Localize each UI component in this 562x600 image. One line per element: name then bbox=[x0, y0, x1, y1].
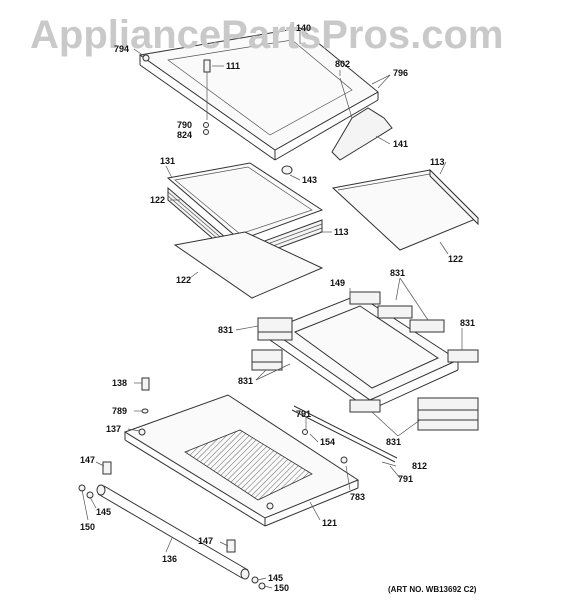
callout-812: 812 bbox=[412, 461, 427, 471]
callout-113-left: 113 bbox=[334, 227, 349, 237]
callout-824: 824 bbox=[177, 130, 192, 140]
door-liner bbox=[123, 394, 360, 527]
callout-150-left: 150 bbox=[80, 522, 95, 532]
callout-150-bottom: 150 bbox=[274, 583, 289, 593]
callout-791-bottom: 791 bbox=[398, 474, 413, 484]
callout-137: 137 bbox=[106, 424, 121, 434]
callout-802: 802 bbox=[335, 59, 350, 69]
watermark: AppliancePartsPros.com bbox=[30, 13, 504, 57]
callout-138: 138 bbox=[112, 378, 127, 388]
callout-831-bottom: 831 bbox=[386, 437, 401, 447]
rod-154 bbox=[291, 405, 398, 464]
callout-131: 131 bbox=[160, 156, 175, 166]
callout-147-left: 147 bbox=[80, 455, 95, 465]
leader-lines bbox=[81, 31, 463, 589]
callout-122-top: 122 bbox=[150, 195, 165, 205]
callout-121: 121 bbox=[322, 518, 337, 528]
callout-789: 789 bbox=[112, 406, 127, 416]
art-number: (ART NO. WB13692 C2) bbox=[388, 585, 477, 594]
insulation-panel-right bbox=[331, 168, 479, 251]
inner-door-frame bbox=[268, 294, 460, 411]
callout-111: 111 bbox=[226, 61, 240, 71]
callout-147-bottom: 147 bbox=[198, 536, 213, 546]
callout-831-right: 831 bbox=[460, 318, 475, 328]
door-handle bbox=[78, 461, 266, 590]
callout-791-top: 791 bbox=[296, 409, 311, 419]
callout-796: 796 bbox=[393, 68, 408, 78]
callout-113-right: 113 bbox=[430, 157, 445, 167]
callout-790: 790 bbox=[177, 120, 192, 130]
callout-145-left: 145 bbox=[96, 507, 111, 517]
callout-831-left: 831 bbox=[218, 325, 233, 335]
callout-149: 149 bbox=[330, 278, 345, 288]
callout-831-top: 831 bbox=[390, 268, 405, 278]
callout-794: 794 bbox=[114, 44, 129, 54]
insulation-blocks bbox=[251, 291, 479, 431]
washer-789 bbox=[141, 408, 149, 414]
callout-145-bottom: 145 bbox=[268, 573, 283, 583]
callout-831-lower-left: 831 bbox=[238, 376, 253, 386]
callout-141: 141 bbox=[393, 139, 408, 149]
washer-790-824 bbox=[203, 122, 209, 135]
callout-136: 136 bbox=[162, 554, 177, 564]
callout-783: 783 bbox=[350, 492, 365, 502]
callout-122-bottom: 122 bbox=[176, 275, 191, 285]
hinge-141 bbox=[331, 77, 393, 161]
insulation-pad-122 bbox=[173, 231, 324, 299]
callout-143: 143 bbox=[302, 175, 317, 185]
callout-140: 140 bbox=[296, 23, 311, 33]
bumper-143 bbox=[281, 165, 293, 175]
screw-138 bbox=[141, 377, 150, 391]
callout-122-right: 122 bbox=[448, 254, 463, 264]
screw-111 bbox=[203, 59, 211, 120]
callout-154: 154 bbox=[320, 437, 335, 447]
outer-door-panel bbox=[138, 27, 379, 161]
callout-labels: 794 140 111 802 796 790 824 141 143 131 … bbox=[80, 23, 475, 593]
